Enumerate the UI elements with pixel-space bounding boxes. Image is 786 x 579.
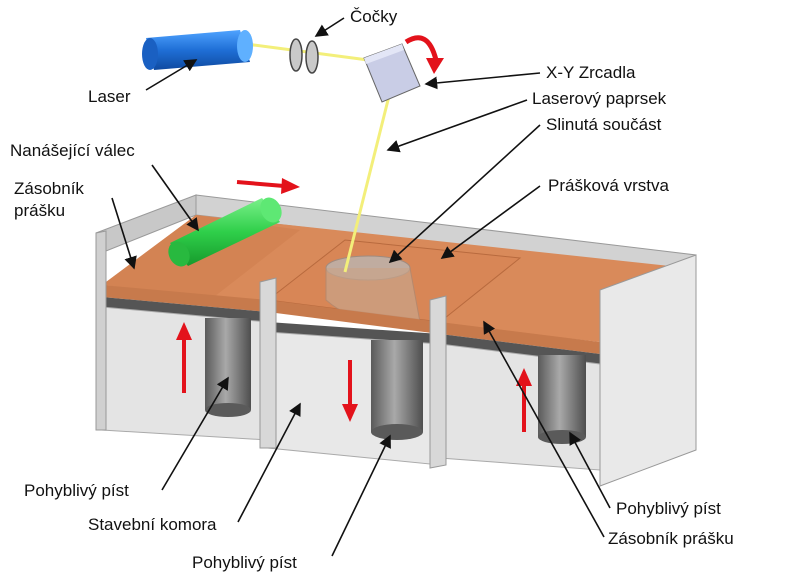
leader-cocky xyxy=(314,17,345,37)
roller xyxy=(168,197,282,267)
label-piston-left: Pohyblivý píst xyxy=(24,481,129,500)
label-piston-center: Pohyblivý píst xyxy=(192,553,297,572)
leader-piston-right xyxy=(569,431,611,509)
label-xy-mirrors: X-Y Zrcadla xyxy=(546,63,636,82)
platform-left xyxy=(102,297,268,322)
label-roller: Nanášející válec xyxy=(10,141,135,160)
leader-sintered-part xyxy=(388,124,541,264)
leader-piston-center xyxy=(331,434,391,557)
divider-wall-2 xyxy=(429,295,447,469)
xy-mirror xyxy=(363,43,421,103)
piston-right xyxy=(538,355,586,437)
label-powder-layer: Prášková vrstva xyxy=(548,176,669,195)
leader-reservoir-right xyxy=(483,320,605,538)
piston-center-base xyxy=(371,424,423,440)
powder-front-edge xyxy=(102,285,268,312)
powder-front-edge-2 xyxy=(268,300,440,334)
label-piston-right: Pohyblivý píst xyxy=(616,499,721,518)
leader-laser xyxy=(145,59,198,91)
piston-center xyxy=(371,340,423,432)
label-cocky: Čočky xyxy=(350,7,398,26)
arrow-down-center xyxy=(342,360,358,422)
rotation-arrow-head xyxy=(426,58,444,74)
platform-center xyxy=(268,322,440,344)
right-wall xyxy=(599,254,697,487)
label-laser-beam: Laserový paprsek xyxy=(532,89,667,108)
leader-roller xyxy=(151,164,199,232)
leader-xy-mirrors xyxy=(424,72,541,90)
label-sintered-part: Slinutá součást xyxy=(546,115,662,134)
piston-left-base xyxy=(205,403,251,417)
piston-left xyxy=(205,318,251,410)
arrow-up-right xyxy=(516,368,532,432)
lenses xyxy=(289,38,319,74)
label-reservoir-left-1: Zásobník xyxy=(14,179,84,198)
laser-body xyxy=(142,30,253,70)
powder-front-edge-3 xyxy=(440,322,600,354)
leader-powder-layer xyxy=(440,185,541,259)
arrow-right-roller xyxy=(236,178,300,194)
divider-wall-1 xyxy=(259,277,277,449)
beam-vertical xyxy=(343,95,391,273)
label-build-chamber: Stavební komora xyxy=(88,515,217,534)
label-reservoir-left-2: prášku xyxy=(14,201,65,220)
leader-piston-left xyxy=(161,376,229,491)
label-laser: Laser xyxy=(88,87,131,106)
leader-laser-beam xyxy=(386,99,528,153)
arrow-up-left xyxy=(176,322,192,393)
rotation-arrow xyxy=(404,35,439,61)
label-reservoir-right: Zásobník prášku xyxy=(608,529,734,548)
left-front-wall xyxy=(95,230,107,431)
leader-build-chamber xyxy=(237,402,301,523)
leader-reservoir-left xyxy=(111,197,137,270)
